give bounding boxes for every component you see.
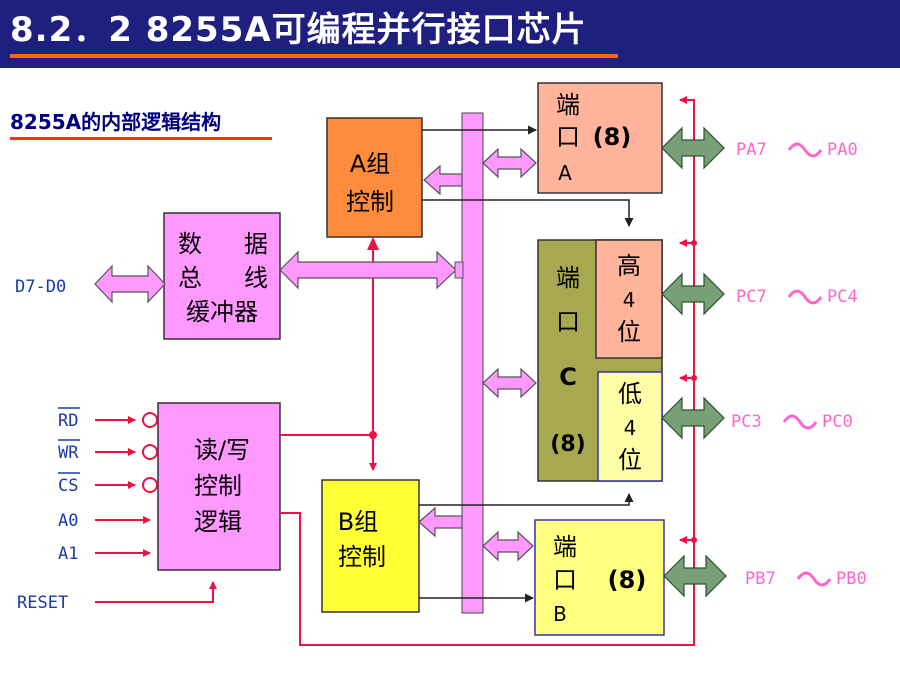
buffer-label-1b: 据: [244, 230, 268, 258]
port-b-width: (8): [608, 566, 647, 594]
group-b-label-2: 控制: [338, 543, 386, 571]
port-a-name: A: [558, 161, 572, 185]
pin-label-wr: WR: [58, 443, 79, 463]
slide-title: 8.2．2 8255A可编程并行接口芯片: [10, 10, 587, 50]
group-a-control-block: A组 控制: [326, 117, 423, 238]
port-c-label-2: 口: [556, 308, 580, 336]
port-b-block: 端 口 (8) B: [534, 519, 665, 636]
port-a-label-1: 端: [556, 91, 580, 119]
junction-dot: [691, 240, 697, 246]
data-bus-buffer-block: 数 据 总 线 缓冲器: [163, 212, 281, 340]
bus-group-b-arrow: [418, 506, 463, 538]
junction-dot: [691, 375, 697, 381]
pin-label-a0: A0: [58, 511, 78, 531]
port-a-label-2: 口: [556, 123, 580, 151]
port-output-labels: PA7 PA0 PC7 PC4 PC3 PC0 PB7 PB0: [731, 140, 867, 589]
io-arrows: [661, 126, 727, 598]
tilde-icon: [796, 571, 832, 587]
buffer-label-1a: 数: [178, 230, 202, 258]
port-c-low-io-arrow: [661, 396, 725, 440]
pin-label-rd: RD: [58, 411, 78, 431]
pin-label-cs: CS: [58, 476, 78, 496]
port-c-high-block: 高 4 位: [595, 239, 663, 359]
port-c-label-1: 端: [556, 264, 580, 292]
junction-dot: [369, 431, 377, 439]
port-a-io-arrow: [661, 126, 725, 170]
port-c-name: C: [559, 363, 577, 391]
range-tilde-icons: [782, 142, 832, 587]
port-a-block: 端 口 (8) A: [537, 82, 663, 194]
pc-low-label-left: PC3: [731, 412, 762, 432]
buffer-label-3: 缓冲器: [186, 298, 258, 326]
tilde-icon: [787, 289, 823, 305]
bus-arrows: [94, 147, 537, 562]
pc-high-label-3: 位: [617, 318, 641, 346]
data-bus-arrow: [94, 264, 166, 304]
bus-nodes: [454, 261, 464, 279]
rw-label-1: 读/写: [194, 436, 250, 464]
section-subtitle: 8255A的内部逻辑结构: [10, 110, 222, 134]
port-b-name: B: [553, 602, 567, 626]
port-b-label-1: 端: [553, 533, 577, 561]
port-c-width: (8): [550, 432, 585, 457]
bus-group-a-arrow: [423, 164, 463, 196]
pc-low-label-2: 4: [624, 416, 637, 440]
pin-label-reset: RESET: [17, 593, 68, 613]
title-underline: [10, 54, 618, 58]
subtitle-underline: [10, 137, 272, 140]
pin-labels: D7-D0 RD WR CS A0 A1 RESET: [15, 277, 79, 613]
active-low-overbars: [58, 407, 80, 474]
pb-label-right: PB0: [836, 569, 867, 589]
junction-dot: [691, 537, 697, 543]
internal-wires: [419, 125, 634, 603]
port-a-width: (8): [593, 123, 632, 151]
pc-high-label-2: 4: [623, 288, 636, 312]
pa-label-right: PA0: [827, 140, 858, 160]
group-b-label-1: B组: [338, 508, 378, 536]
pin-label-a1: A1: [58, 544, 78, 564]
port-b-io-arrow: [663, 554, 727, 598]
rw-label-2: 控制: [194, 472, 242, 500]
pc-high-label-left: PC7: [736, 287, 767, 307]
buffer-label-2a: 总: [178, 264, 202, 292]
bus-port-c-arrow: [482, 367, 537, 399]
group-a-label-1: A组: [350, 150, 390, 178]
pin-label-data: D7-D0: [15, 277, 66, 297]
pc-low-label-3: 位: [618, 446, 642, 474]
bus-port-b-arrow: [482, 530, 534, 562]
pc-low-label-right: PC0: [822, 412, 853, 432]
tilde-icon: [787, 142, 823, 158]
inverter-bubbles: [142, 412, 158, 493]
port-c-low-block: 低 4 位: [597, 371, 663, 482]
port-b-label-2: 口: [553, 566, 577, 594]
pa-label-left: PA7: [736, 140, 767, 160]
group-a-label-2: 控制: [346, 188, 394, 216]
pc-high-label-1: 高: [617, 252, 641, 280]
bus-port-a-arrow: [482, 147, 537, 179]
group-b-control-block: B组 控制: [321, 479, 420, 613]
pc-high-label-right: PC4: [827, 287, 858, 307]
buffer-bus-arrow: [279, 250, 457, 290]
port-c-high-io-arrow: [661, 272, 725, 316]
rw-control-logic-block: 读/写 控制 逻辑: [157, 402, 281, 571]
tilde-icon: [782, 414, 818, 430]
rw-label-3: 逻辑: [194, 508, 242, 536]
group-a-up-arrow: [367, 237, 379, 250]
internal-data-bus: [461, 112, 484, 614]
pc-low-label-1: 低: [618, 380, 642, 408]
buffer-label-2b: 线: [244, 264, 268, 292]
pb-label-left: PB7: [745, 569, 776, 589]
